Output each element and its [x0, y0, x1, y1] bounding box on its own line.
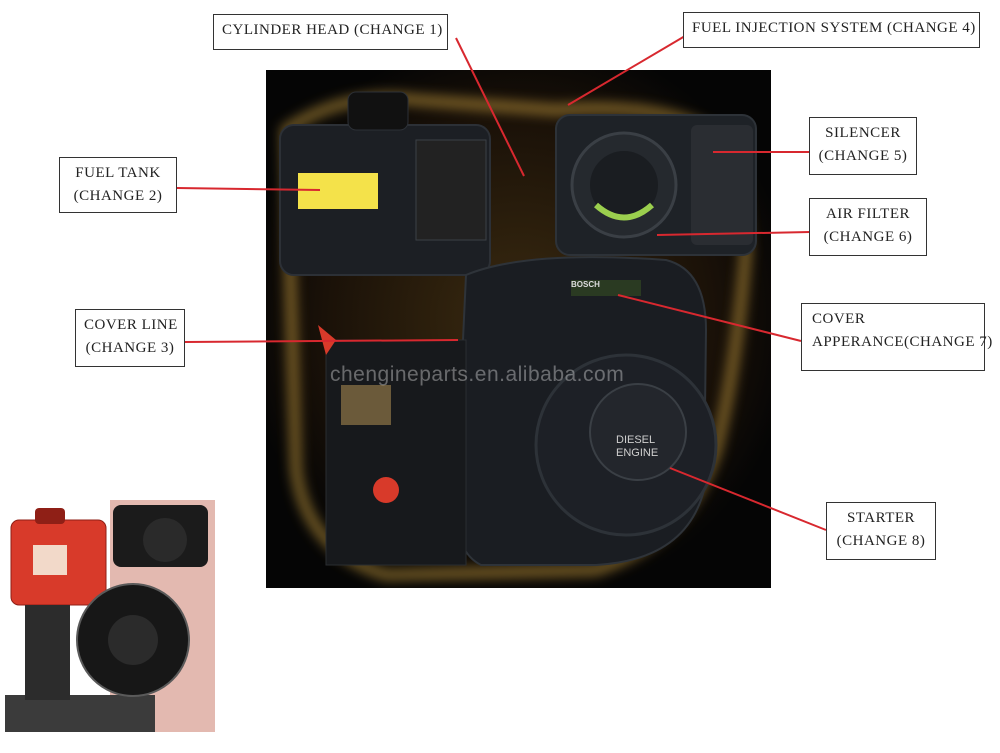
diesel-marking: DIESEL [616, 434, 655, 446]
label-silencer: SILENCER (CHANGE 5) [809, 117, 917, 175]
label-starter-line1: STARTER [846, 510, 916, 526]
label-cover-appearance: COVER APPERANCE(CHANGE 7) [801, 303, 993, 371]
label-silencer-line1: SILENCER [825, 125, 901, 141]
label-starter: STARTER (CHANGE 8) [826, 502, 936, 560]
label-air-filter: AIR FILTER (CHANGE 6) [809, 198, 927, 256]
air-filter-shape [555, 114, 757, 256]
label-fuel-injection: FUEL INJECTION SYSTEM (CHANGE 4) [683, 12, 980, 48]
label-cover-line-line1: COVER LINE [84, 317, 178, 333]
fuel-tank-shape [279, 91, 491, 276]
label-fuel-tank-line1: FUEL TANK [75, 165, 161, 181]
label-fuel-injection-text: FUEL INJECTION SYSTEM (CHANGE 4) [692, 20, 976, 36]
watermark-text: chengineparts.en.alibaba.com [330, 363, 625, 386]
engine-marking: ENGINE [616, 447, 658, 459]
label-air-filter-line2: (CHANGE 6) [823, 229, 913, 245]
label-cover-appearance-line2: APPERANCE(CHANGE 7) [812, 334, 993, 350]
label-fuel-tank: FUEL TANK (CHANGE 2) [59, 157, 177, 213]
engine-photo: BOSCH DIESEL ENGINE [266, 70, 771, 588]
label-cover-line-line2: (CHANGE 3) [85, 340, 175, 356]
label-starter-line2: (CHANGE 8) [836, 533, 926, 549]
label-cylinder-head: CYLINDER HEAD (CHANGE 1) [213, 14, 448, 50]
label-cover-line: COVER LINE (CHANGE 3) [75, 309, 185, 367]
label-fuel-tank-line2: (CHANGE 2) [73, 188, 163, 204]
label-silencer-line2: (CHANGE 5) [818, 148, 908, 164]
bosch-marking: BOSCH [571, 280, 600, 289]
label-cover-appearance-line1: COVER [812, 311, 866, 327]
label-air-filter-line1: AIR FILTER [825, 206, 911, 222]
inset-engine-photo [5, 500, 215, 732]
engine-side-shape [318, 325, 467, 566]
engine-cover-shape [454, 256, 718, 566]
label-cylinder-head-text: CYLINDER HEAD (CHANGE 1) [222, 22, 443, 38]
